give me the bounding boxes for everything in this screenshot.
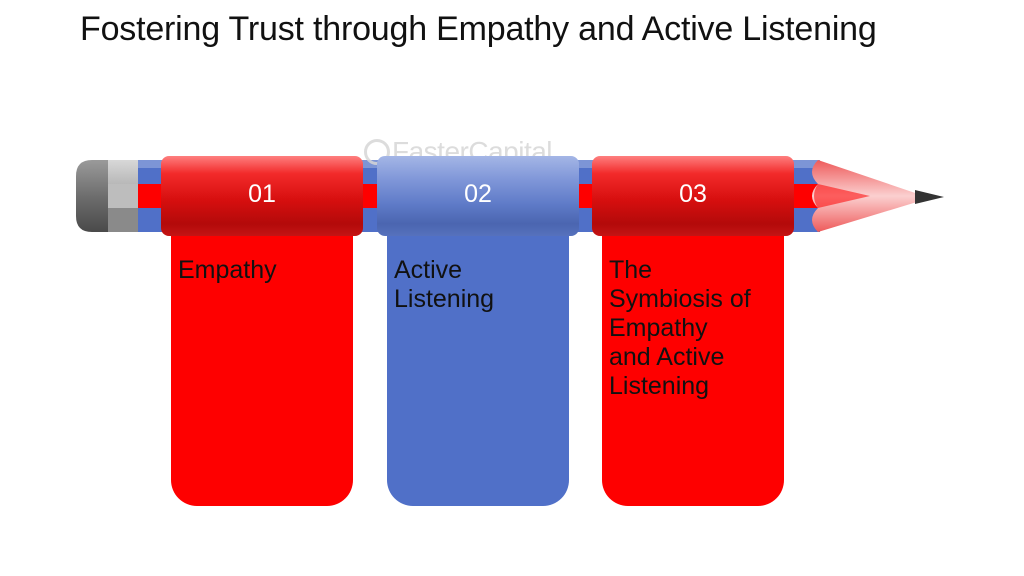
- step-band-2: 02: [377, 156, 579, 236]
- step-banner-3: 03 The Symbiosis of Empathy and Active L…: [602, 156, 784, 506]
- step-label-3: The Symbiosis of Empathy and Active List…: [609, 256, 780, 401]
- step-label-2: Active Listening: [394, 256, 565, 314]
- step-number-1: 01: [161, 180, 363, 209]
- pencil-lead: [915, 190, 944, 204]
- step-band-3: 03: [592, 156, 794, 236]
- step-banner-1: 01 Empathy: [171, 156, 353, 506]
- pencil-eraser: [76, 160, 138, 232]
- step-number-3: 03: [592, 180, 794, 209]
- step-band-1: 01: [161, 156, 363, 236]
- step-label-1: Empathy: [178, 256, 349, 285]
- step-number-2: 02: [377, 180, 579, 209]
- pencil-tip: [812, 160, 944, 232]
- step-banner-2: 02 Active Listening: [387, 156, 569, 506]
